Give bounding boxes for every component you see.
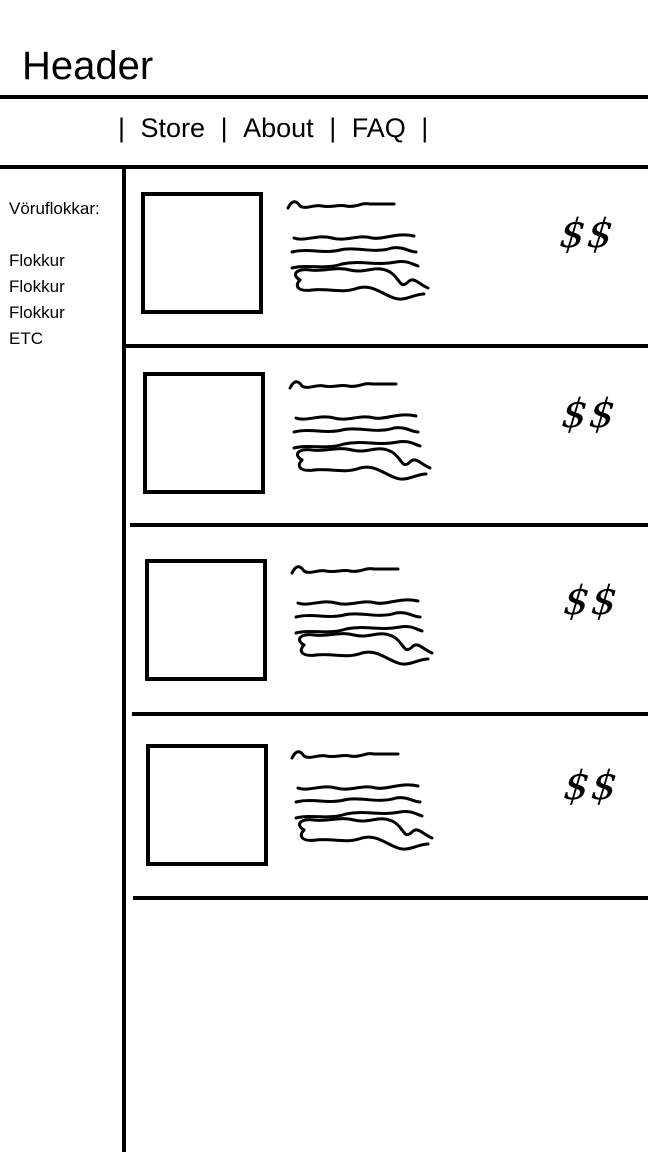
product-divider bbox=[130, 523, 648, 527]
top-nav: | Store | About | FAQ | bbox=[114, 110, 432, 146]
product-price: $$ bbox=[557, 211, 618, 257]
header-divider bbox=[0, 95, 648, 99]
product-price: $$ bbox=[561, 763, 622, 809]
nav-separator: | bbox=[220, 113, 228, 143]
product-divider bbox=[126, 344, 648, 348]
sidebar-divider bbox=[122, 168, 126, 1152]
product-card[interactable]: $$ bbox=[128, 527, 648, 715]
product-divider bbox=[132, 712, 648, 716]
sidebar-item-category[interactable]: Flokkur bbox=[9, 251, 65, 270]
product-card[interactable]: $$ bbox=[128, 716, 648, 898]
nav-link-store[interactable]: Store bbox=[140, 113, 206, 143]
sidebar-item-category[interactable]: Flokkur bbox=[9, 303, 65, 322]
product-description-scribble bbox=[288, 380, 432, 481]
sidebar-title: Vöruflokkar: bbox=[9, 199, 100, 218]
product-card[interactable]: $$ bbox=[128, 348, 648, 526]
nav-separator: | bbox=[329, 113, 337, 143]
product-image-placeholder[interactable] bbox=[141, 192, 263, 314]
product-price: $$ bbox=[559, 391, 620, 437]
product-image-placeholder[interactable] bbox=[145, 559, 267, 681]
nav-link-faq[interactable]: FAQ bbox=[351, 113, 406, 143]
product-image-placeholder[interactable] bbox=[146, 744, 268, 866]
product-image-placeholder[interactable] bbox=[143, 372, 265, 494]
product-card[interactable]: $$ bbox=[128, 168, 648, 346]
nav-link-about[interactable]: About bbox=[243, 113, 314, 143]
nav-separator: | bbox=[421, 113, 429, 143]
sidebar-item-etc[interactable]: ETC bbox=[9, 329, 43, 348]
nav-separator: | bbox=[118, 113, 126, 143]
product-price: $$ bbox=[561, 578, 622, 624]
sidebar-item-category[interactable]: Flokkur bbox=[9, 277, 65, 296]
product-description-scribble bbox=[286, 200, 430, 301]
product-description-scribble bbox=[290, 750, 434, 851]
category-sidebar: Vöruflokkar: Flokkur Flokkur Flokkur ETC bbox=[9, 196, 100, 352]
nav-divider bbox=[0, 165, 648, 169]
product-description-scribble bbox=[290, 565, 434, 666]
page-header-title: Header bbox=[22, 44, 154, 88]
product-divider bbox=[133, 896, 648, 900]
